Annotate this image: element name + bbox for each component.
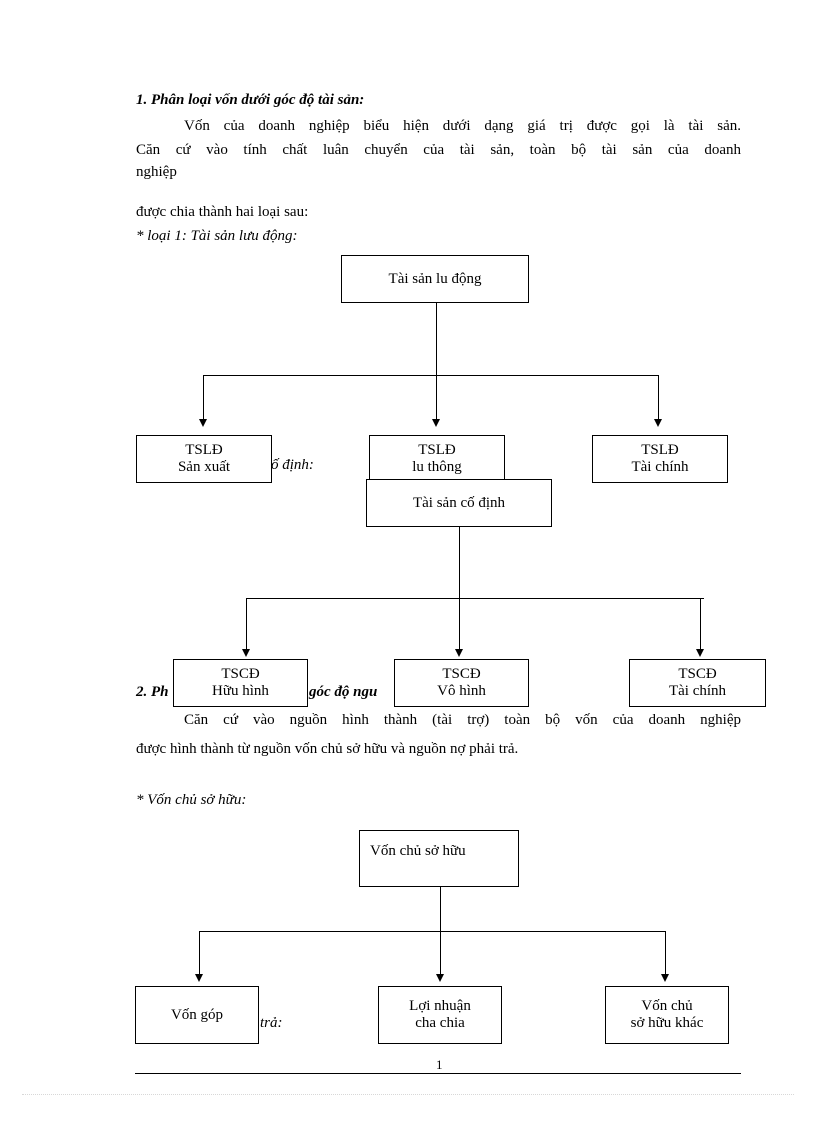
tsld-root-connector (436, 303, 437, 421)
tscd-child-2-line-2: Vô hình (437, 683, 486, 699)
tscd-branch-line (246, 598, 704, 599)
section-2-para-line-2: được hình thành từ nguồn vốn chủ sở hữu … (136, 741, 519, 757)
equity-branch-left (199, 931, 200, 975)
equity-root-box: Vốn chủ sở hữu (359, 830, 519, 887)
arrow-down-icon (696, 649, 704, 657)
arrow-down-icon (432, 419, 440, 427)
section-1-para-line-1: Vốn của doanh nghiệp biểu hiện dưới dạng… (184, 118, 741, 134)
section-1-heading: 1. Phân loại vốn dưới góc độ tài sản: (136, 92, 365, 108)
tsld-child-2-line-2: lu thông (412, 459, 462, 475)
tsld-child-3-line-2: Tài chính (631, 459, 689, 475)
tscd-child-1-line-1: TSCĐ (221, 666, 260, 682)
tscd-root-connector (459, 527, 460, 651)
arrow-down-icon (199, 419, 207, 427)
arrow-down-icon (436, 974, 444, 982)
equity-label: * Vốn chủ sở hữu: (136, 792, 247, 808)
arrow-down-icon (654, 419, 662, 427)
type-2-label-fragment: ố định: (271, 457, 314, 473)
tscd-child-1-line-2: Hữu hình (212, 683, 269, 699)
arrow-down-icon (455, 649, 463, 657)
section-1-para-line-3: nghiệp (136, 164, 177, 180)
equity-child-box-2: Lợi nhuận cha chia (378, 986, 502, 1044)
arrow-down-icon (661, 974, 669, 982)
tscd-root-box: Tài sản cố định (366, 479, 552, 527)
equity-child-box-3: Vốn chủ sở hữu khác (605, 986, 729, 1044)
tscd-child-box-1: TSCĐ Hữu hình (173, 659, 308, 707)
equity-child-box-1: Vốn góp (135, 986, 259, 1044)
tsld-child-1-line-2: Sản xuất (177, 459, 231, 475)
equity-child-2-line-1: Lợi nhuận (409, 998, 471, 1014)
equity-branch-right (665, 931, 666, 975)
tsld-branch-right (658, 375, 659, 421)
debt-label-fragment: trả: (260, 1015, 283, 1031)
tscd-branch-left (246, 598, 247, 651)
type-1-label: * loại 1: Tài sản lưu động: (136, 228, 298, 244)
tsld-child-3-line-1: TSLĐ (641, 442, 679, 458)
tscd-child-box-2: TSCĐ Vô hình (394, 659, 529, 707)
tscd-child-2-line-1: TSCĐ (442, 666, 481, 682)
page-number: 1 (436, 1057, 443, 1072)
section-2-heading-fragment-b: góc độ ngu (309, 684, 378, 700)
section-2-heading-fragment-a: 2. Ph (136, 684, 169, 700)
tsld-child-1-line-1: TSLĐ (185, 442, 223, 458)
tscd-child-3-line-2: Tài chính (668, 683, 727, 699)
tscd-child-box-3: TSCĐ Tài chính (629, 659, 766, 707)
equity-child-3-line-1: Vốn chủ (641, 998, 693, 1014)
tsld-child-box-3: TSLĐ Tài chính (592, 435, 728, 483)
page-edge-divider (22, 1094, 794, 1095)
equity-child-3-line-2: sở hữu khác (630, 1015, 704, 1031)
tscd-branch-right (700, 598, 701, 651)
tsld-child-box-2: TSLĐ lu thông (369, 435, 505, 483)
equity-child-1-line-1: Vốn góp (170, 1006, 224, 1023)
footer-rule (135, 1073, 741, 1074)
tsld-root-label: Tài sản lu động (388, 270, 482, 287)
equity-child-2-line-2: cha chia (415, 1015, 465, 1031)
tscd-root-label: Tài sản cố định (412, 494, 506, 511)
tscd-child-3-line-1: TSCĐ (678, 666, 717, 682)
equity-branch-line (199, 931, 666, 932)
tsld-child-2-line-1: TSLĐ (418, 442, 456, 458)
section-1-para-line-4: được chia thành hai loại sau: (136, 204, 309, 220)
tsld-branch-line (203, 375, 659, 376)
section-2-para-line-1: Căn cứ vào nguồn hình thành (tài trợ) to… (184, 712, 741, 728)
arrow-down-icon (195, 974, 203, 982)
equity-root-label: Vốn chủ sở hữu (370, 843, 466, 859)
tsld-root-box: Tài sản lu động (341, 255, 529, 303)
tsld-branch-left (203, 375, 204, 421)
tsld-child-box-1: TSLĐ Sản xuất (136, 435, 272, 483)
arrow-down-icon (242, 649, 250, 657)
section-1-para-line-2: Căn cứ vào tính chất luân chuyển của tài… (136, 142, 741, 158)
